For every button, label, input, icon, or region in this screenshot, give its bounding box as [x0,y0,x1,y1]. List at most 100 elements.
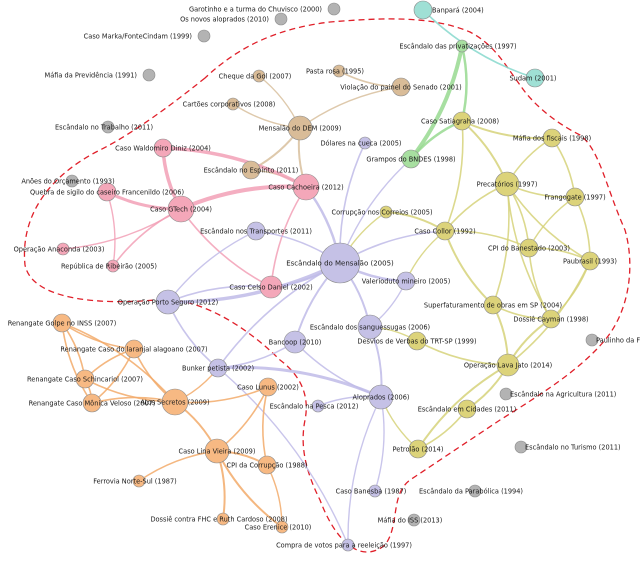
node-privatizacoes[interactable] [455,39,469,53]
node-ribeirao[interactable] [106,259,120,273]
node-banpara[interactable] [413,0,433,20]
node-parabolica[interactable] [468,484,482,498]
node-mafiafiscais[interactable] [542,128,562,148]
node-turismo[interactable] [514,440,528,454]
node-lavajato[interactable] [496,353,520,377]
node-linavieira[interactable] [204,438,230,464]
node-atossecretos[interactable] [161,388,189,416]
node-ferrovia[interactable] [132,474,146,488]
node-agricultura[interactable] [499,387,513,401]
node-laranjal[interactable] [124,339,144,359]
node-label-cachoeira: Caso Cachoeira (2012) [268,183,343,191]
node-grampos[interactable] [401,149,421,169]
node-espirito[interactable] [241,160,261,180]
node-satiagraha[interactable] [452,111,472,131]
node-anaconda[interactable] [56,242,70,256]
node-label-celsodaniel: Caso Celso Daniel (2002) [229,283,312,291]
node-label-atossecretos: Atos Secretos (2009) [140,398,209,406]
node-compravotos[interactable] [341,538,355,552]
node-label-golpeinss: Renangate Golpe no INSS (2007) [8,319,117,327]
node-mensalao[interactable] [319,242,361,284]
node-label-quebrasigilo: Quebra de sigilo do caseiro Francenildo … [30,188,184,196]
node-paulinho[interactable] [585,333,599,347]
node-pauibrasil[interactable] [580,251,600,271]
node-marka[interactable] [197,29,211,43]
edge-mensalao-bunker [217,262,341,369]
node-golpeinss[interactable] [52,313,72,333]
node-label-lavajato: Operação Lava Jato (2014) [464,361,552,369]
node-dossiecayman[interactable] [541,309,561,329]
edge-grampos-satiagraha [410,119,463,160]
node-superfat[interactable] [483,295,503,315]
node-label-gtech: Caso GTech (2004) [150,205,212,213]
node-portoseguro[interactable] [155,289,181,315]
node-label-marka: Caso Marka/FonteCindam (1999) [84,32,192,40]
node-label-valerioduto: Valerioduto mineiro (2005) [362,277,451,285]
node-trabalho[interactable] [101,120,115,134]
node-trtsp[interactable] [407,331,427,351]
edge-collor-superfat [444,230,494,306]
node-label-cpicorrupcao: CPI da Corrupção (1988) [227,461,308,469]
node-celsodaniel[interactable] [259,275,283,299]
node-pastarosa[interactable] [332,64,346,78]
node-banesba[interactable] [368,484,382,498]
node-chequegol[interactable] [252,69,266,83]
edge-mensalao-portoseguro [167,261,341,304]
node-label-compravotos: Compra de votos para a reeleição (1997) [276,541,412,549]
node-schincariol[interactable] [75,369,95,389]
node-lunus[interactable] [258,377,278,397]
node-gtech[interactable] [167,195,195,223]
edge-satiagraha-privatizacoes [460,45,468,122]
node-dolares[interactable] [358,136,372,150]
edge-frangogate-banestado [528,196,576,249]
node-previdencia[interactable] [142,68,156,82]
node-aloprados2006[interactable] [368,384,394,410]
node-transportes[interactable] [246,221,266,241]
node-mensalaodem[interactable] [287,115,313,141]
node-monica[interactable] [82,393,102,413]
node-sanguessugas[interactable] [357,314,383,340]
node-aloprados2010[interactable] [274,12,288,26]
edge-mensalaodem-violacao [299,86,402,129]
node-anoes[interactable] [65,174,79,188]
node-label-paulinho: Paulinho da Força e o BNDES (2008) [596,336,640,344]
edge-gtech-celsodaniel [180,208,272,288]
node-petrolao[interactable] [408,439,428,459]
node-bancoop[interactable] [283,330,307,354]
node-cpicorrupcao[interactable] [257,455,277,475]
node-erenice[interactable] [275,520,289,534]
node-banestado[interactable] [519,238,539,258]
node-valerioduto[interactable] [396,271,416,291]
node-label-cartoes: Cartões corporativos (2008) [183,100,276,108]
edge-gtech-cachoeira [180,184,307,211]
node-label-anoes: Anões do Orçamento (1993) [21,177,114,185]
node-label-trtsp: Desvios de Verbas do TRT-SP (1999) [357,337,476,345]
node-label-schincariol: Renangate Caso Schincariol (2007) [27,375,143,383]
node-label-ribeirao: República de Ribeirão (2005) [61,262,157,270]
node-mafiaiss[interactable] [407,513,421,527]
node-violacao[interactable] [391,77,411,97]
node-garotinho[interactable] [327,2,341,16]
node-cartoes[interactable] [226,97,240,111]
node-quebrasigilo[interactable] [97,182,117,202]
node-correios[interactable] [379,205,393,219]
node-pesca[interactable] [311,399,325,413]
edge-cachoeira-celsodaniel [270,186,307,288]
node-label-trabalho: Escândalo no Trabalho (2011) [55,123,153,131]
node-label-agricultura: Escândalo na Agricultura (2011) [510,390,616,398]
node-collor[interactable] [435,221,455,241]
node-frangogate[interactable] [565,187,585,207]
edge-aloprados2006-compravotos [347,396,382,546]
edge-privatizacoes-grampos [409,45,464,161]
node-precatorios[interactable] [494,171,520,197]
node-waldomiro[interactable] [153,138,173,158]
node-cidades[interactable] [457,399,477,419]
edge-lunus-cpicorrupcao [262,386,269,466]
node-label-laranjal: Renangate Caso do laranjal alagoano (200… [60,345,207,353]
node-label-grampos: Grampos do BNDES (1998) [366,155,455,163]
node-sudam[interactable] [525,68,545,88]
node-dossiefhc[interactable] [216,512,230,526]
node-bunker[interactable] [208,358,228,378]
node-cachoeira[interactable] [292,173,320,201]
